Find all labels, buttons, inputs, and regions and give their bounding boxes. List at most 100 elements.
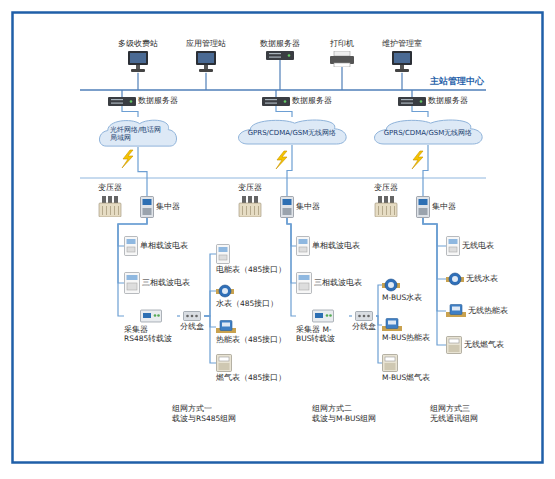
device-label: 无线水表 [466, 275, 498, 284]
device-label: 维护管理室 [382, 40, 422, 49]
device-node: 采集器 RS485转载波 [124, 308, 177, 343]
device-node: 无线电表 [446, 236, 494, 256]
device-label: 采集器 M-BUS转载波 [296, 326, 349, 343]
device-node: 无线热能表 [446, 304, 508, 318]
network-link [177, 315, 180, 316]
device-label: 无线热能表 [468, 307, 508, 316]
device-label: 数据服务器 [292, 97, 332, 106]
device-node: M-BUS水表 [382, 278, 422, 303]
pc-icon [194, 51, 218, 73]
device-label: 分线盒 [352, 323, 376, 332]
device-node: 三相载波电表 [296, 272, 362, 294]
device-label: 集中器 [156, 203, 180, 212]
network-link [376, 316, 382, 363]
device-node: 集中器 [416, 196, 456, 218]
heat-icon [216, 320, 236, 334]
device-label: 三相载波电表 [314, 279, 362, 288]
network-link [423, 218, 446, 246]
device-label: 数据服务器 [428, 97, 468, 106]
device-label: 数据服务器 [138, 97, 178, 106]
network-link [204, 316, 216, 363]
network-link [287, 145, 292, 196]
device-label: 电能表（485接口） [216, 266, 286, 275]
network-caption: 组网方式一 载波与RS485组网 [172, 404, 241, 424]
device-label: 应用管理站 [186, 40, 226, 49]
printer-icon [330, 51, 354, 67]
network-link [287, 218, 296, 316]
meter1-icon [124, 236, 138, 256]
rack-icon [266, 51, 294, 60]
network-link [423, 218, 446, 311]
rack-icon [398, 97, 426, 106]
device-node: 采集器 M-BUS转载波 [296, 308, 349, 343]
meter3-icon [124, 272, 140, 294]
device-label: 数据服务器 [260, 40, 300, 49]
network-link [122, 106, 138, 117]
device-node: 分线盒 [352, 311, 376, 332]
device-label: M-BUS热能表 [382, 334, 430, 343]
pc-icon [390, 51, 414, 73]
device-node: M-BUS燃气表 [382, 354, 430, 383]
device-label: 单相载波电表 [312, 242, 360, 251]
conc-icon [280, 196, 294, 218]
device-node: 多级收费站 [118, 40, 158, 73]
network-caption: 组网方式三 无线通讯组网 [430, 404, 482, 424]
xfmr-icon [237, 195, 263, 217]
device-label: 三相载波电表 [142, 279, 190, 288]
lightning-symbol [276, 151, 287, 169]
device-node: 应用管理站 [186, 40, 226, 73]
network-link [423, 218, 446, 279]
device-node: 电能表（485接口） [216, 244, 286, 275]
network-link [276, 106, 292, 117]
device-node: 无线燃气表 [446, 336, 504, 354]
network-caption: 组网方式二 载波与M-BUS组网 [312, 404, 381, 424]
device-node: 变压器 [373, 184, 399, 217]
collector-icon [312, 308, 334, 324]
bus-drop [341, 67, 342, 90]
gas-icon [382, 354, 398, 372]
network-link [349, 315, 352, 316]
cloud-outline [374, 120, 482, 144]
device-node: 燃气表（485接口） [216, 354, 286, 383]
device-node: 数据服务器 [398, 97, 468, 106]
conc-icon [140, 196, 154, 218]
device-node: 数据服务器 [108, 97, 178, 106]
heat-icon [446, 304, 466, 318]
bus-drop [121, 90, 122, 97]
device-node: 数据服务器 [262, 97, 332, 106]
heat-icon [382, 318, 402, 332]
lightning-symbol [412, 151, 423, 169]
device-node: 变压器 [237, 184, 263, 217]
cloud-outline [238, 120, 346, 144]
bus-drop [411, 90, 412, 97]
bus-drop [205, 73, 206, 90]
device-node: 水表（485接口） [216, 284, 278, 309]
meter3-icon [296, 272, 312, 294]
network-label: GPRS/CDMA/GSM无线网络 [384, 129, 473, 137]
device-node: 数据服务器 [260, 40, 300, 60]
network-cloud: 光纤网络/电话网 局域网 [96, 117, 180, 147]
device-label: 变压器 [238, 184, 262, 193]
device-label: 无线电表 [462, 242, 494, 251]
network-link [376, 316, 382, 325]
jbox-icon [183, 311, 201, 321]
meter1-icon [296, 236, 310, 256]
device-label: 变压器 [98, 184, 122, 193]
device-node: 三相载波电表 [124, 272, 190, 294]
center-title: 主站管理中心 [430, 76, 484, 87]
network-link [412, 106, 428, 117]
device-label: 热能表（485接口） [216, 336, 286, 345]
master-bus [80, 89, 486, 91]
cloud-outline [99, 120, 176, 146]
network-link [423, 145, 428, 196]
network-label: 光纤网络/电话网 局域网 [110, 126, 166, 142]
device-label: 打印机 [330, 40, 354, 49]
device-label: M-BUS水表 [382, 294, 422, 303]
jbox-icon [355, 311, 373, 321]
device-node: 热能表（485接口） [216, 320, 286, 345]
water-icon [382, 278, 400, 292]
device-label: 多级收费站 [118, 40, 158, 49]
meter1-icon [446, 236, 460, 256]
